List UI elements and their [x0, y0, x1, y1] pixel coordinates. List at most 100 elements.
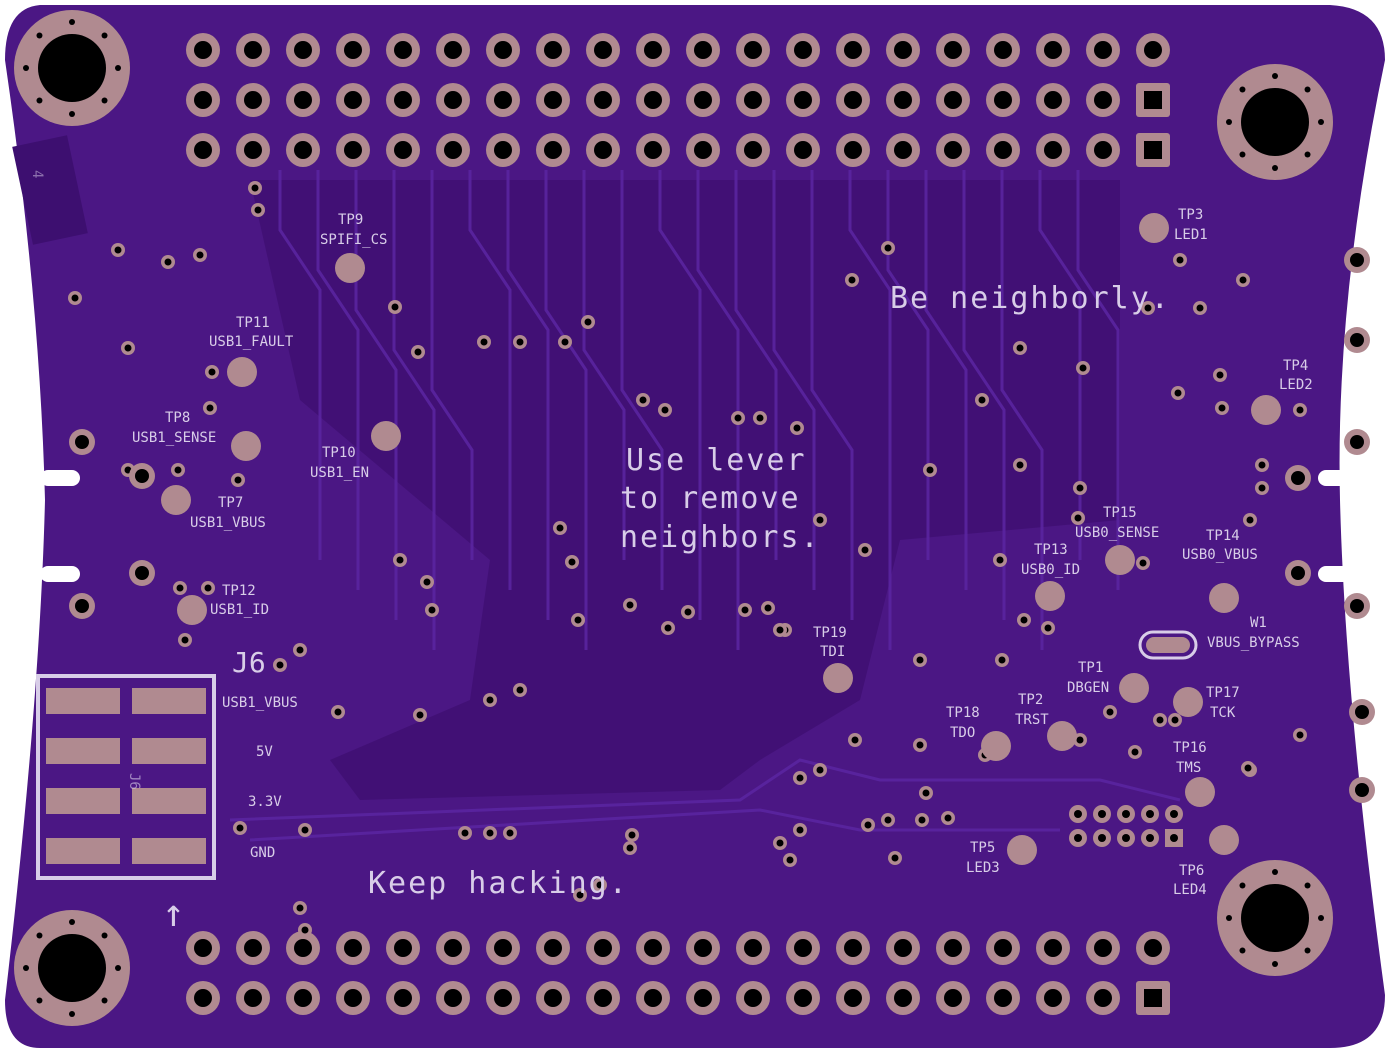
- header-pin-drill: [794, 939, 812, 957]
- test-point-pad: [823, 663, 853, 693]
- via-drill: [208, 368, 216, 376]
- header-pin-drill: [1044, 141, 1062, 159]
- test-point-net: LED3: [966, 860, 1000, 876]
- board-notch-right-1: [1318, 470, 1358, 486]
- header-pin-drill: [544, 989, 562, 1007]
- header-pin-drill: [494, 91, 512, 109]
- header-pin-drill: [944, 141, 962, 159]
- header-pin-drill: [694, 939, 712, 957]
- mounting-hole-via: [36, 97, 43, 104]
- via-drill: [71, 294, 79, 302]
- header-pin-drill: [644, 141, 662, 159]
- via-drill: [251, 184, 259, 192]
- via-drill: [516, 686, 524, 694]
- via-drill: [506, 829, 514, 837]
- header-pin-drill: [644, 939, 662, 957]
- via-drill: [516, 338, 524, 346]
- board-notch-left-1: [40, 470, 80, 486]
- via-drill: [786, 856, 794, 864]
- via-drill: [296, 646, 304, 654]
- header-pin-drill: [294, 141, 312, 159]
- test-point-net: LED1: [1174, 227, 1208, 243]
- test-point-net: USB0_ID: [1021, 562, 1080, 578]
- j6-outline: [36, 674, 216, 880]
- header-pin-drill: [944, 41, 962, 59]
- message-hacking: Keep hacking.: [368, 866, 629, 901]
- mounting-hole-via: [101, 932, 108, 939]
- mounting-hole-via: [1272, 961, 1278, 967]
- header-pin-drill: [694, 91, 712, 109]
- header-pin-drill: [244, 939, 262, 957]
- edge-mark: [12, 135, 88, 245]
- header-pin-drill: [194, 141, 212, 159]
- header-pin-drill: [744, 141, 762, 159]
- via-drill: [1074, 514, 1082, 522]
- header-pin-drill: [844, 141, 862, 159]
- board-notch-left-2: [40, 566, 80, 582]
- edge-pad-drill: [75, 599, 89, 613]
- header-pin-drill: [1044, 939, 1062, 957]
- header-pin-drill: [244, 91, 262, 109]
- trace: [962, 170, 1006, 620]
- header-pin-drill: [994, 91, 1012, 109]
- mounting-hole-via: [101, 997, 108, 1004]
- via-drill: [301, 826, 309, 834]
- header-pin-drill: [894, 939, 912, 957]
- header-pin-drill: [394, 989, 412, 1007]
- via-drill: [301, 926, 309, 934]
- mounting-hole-via: [115, 965, 121, 971]
- via-drill: [480, 338, 488, 346]
- header-pin-drill: [644, 91, 662, 109]
- via-drill: [734, 414, 742, 422]
- test-point-pad: [371, 421, 401, 451]
- mounting-hole-via: [36, 932, 43, 939]
- mounting-hole-via: [1304, 882, 1311, 889]
- header-pin-drill: [494, 939, 512, 957]
- via-drill: [254, 206, 262, 214]
- header-pin-drill: [844, 939, 862, 957]
- j6-pad: [132, 688, 206, 714]
- test-point-ref: TP8: [165, 410, 190, 426]
- edge-pad-drill: [1350, 253, 1364, 267]
- trace: [772, 170, 816, 590]
- header-pin-drill: [1044, 91, 1062, 109]
- j6-label-gnd: GND: [250, 845, 275, 861]
- header-pin-drill: [1044, 41, 1062, 59]
- j6-label-5v: 5V: [256, 744, 273, 760]
- via-drill: [574, 616, 582, 624]
- debug-pin-drill: [1122, 810, 1130, 818]
- j6-pad: [132, 838, 206, 864]
- trace: [1038, 170, 1082, 560]
- trace: [810, 170, 854, 620]
- board-notch-right-2: [1318, 566, 1358, 582]
- test-point-net: TDO: [950, 725, 975, 741]
- test-point-pad: [1007, 835, 1037, 865]
- via-drill: [1196, 304, 1204, 312]
- mounting-hole-via: [1304, 151, 1311, 158]
- header-pin-drill: [394, 91, 412, 109]
- mounting-hole-via: [1226, 119, 1232, 125]
- header-pin-drill: [444, 91, 462, 109]
- header-pin-drill: [544, 91, 562, 109]
- debug-pin-drill: [1146, 810, 1154, 818]
- test-point-ref: TP7: [218, 495, 243, 511]
- via-drill: [1174, 389, 1182, 397]
- mounting-hole-via: [23, 65, 29, 71]
- test-point-ref: TP3: [1178, 207, 1203, 223]
- test-point-net: USB1_ID: [210, 602, 269, 618]
- via-drill: [1076, 736, 1084, 744]
- test-point-pad: [1139, 213, 1169, 243]
- mounting-hole-via: [1304, 86, 1311, 93]
- mounting-hole-via: [69, 1011, 75, 1017]
- header-pin-drill: [1044, 989, 1062, 1007]
- via-drill: [276, 661, 284, 669]
- test-point-pad: [161, 485, 191, 515]
- header-pin-drill: [694, 989, 712, 1007]
- header-pin-drill: [794, 989, 812, 1007]
- header-pin-drill: [894, 41, 912, 59]
